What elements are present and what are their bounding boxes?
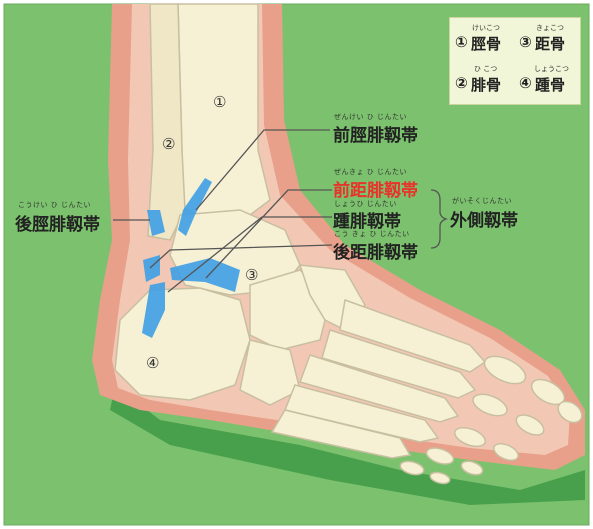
fibula-bone: [148, 4, 185, 240]
legend-talus: 距骨: [535, 33, 565, 54]
label-anterior-talofibular: 前距腓靱帯: [333, 176, 418, 201]
marker-tibia: ①: [213, 93, 226, 111]
label-lateral-group: 外側靱帯: [450, 206, 518, 231]
legend-ruby: きょこつ: [536, 23, 564, 33]
marker-talus: ③: [245, 266, 258, 284]
legend-fibula: 腓骨: [471, 74, 501, 95]
calcaneus-bone: [115, 288, 250, 400]
ruby-lateral-group: がいそくじんたい: [452, 196, 512, 206]
legend-calcaneus: 踵骨: [535, 74, 565, 95]
tibia-bone: [178, 4, 270, 220]
legend-ruby: しょうこつ: [534, 64, 569, 74]
legend-ruby: ひ こつ: [474, 64, 497, 74]
legend-num-talus: ③: [519, 33, 532, 51]
legend-ruby: けいこつ: [472, 23, 500, 33]
ruby-posterior-tibiofibular: こうけい ひ じんたい: [18, 200, 91, 210]
legend-tibia: 脛骨: [471, 33, 501, 54]
legend-num-tibia: ①: [455, 33, 468, 51]
marker-calcaneus: ④: [146, 354, 159, 372]
legend-num-fibula: ②: [455, 74, 468, 92]
legend-num-calcaneus: ④: [519, 74, 532, 92]
label-anterior-tibiofibular: 前脛腓靱帯: [333, 121, 418, 146]
label-posterior-tibiofibular: 後脛腓靱帯: [15, 210, 100, 235]
marker-fibula: ②: [162, 135, 175, 153]
bone-legend: けいこつ ① 脛骨 きょこつ ③ 距骨 ひ こつ ② 腓骨 しょうこつ ④ 踵骨: [449, 17, 581, 105]
label-posterior-talofibular: 後距腓靱帯: [333, 238, 418, 263]
